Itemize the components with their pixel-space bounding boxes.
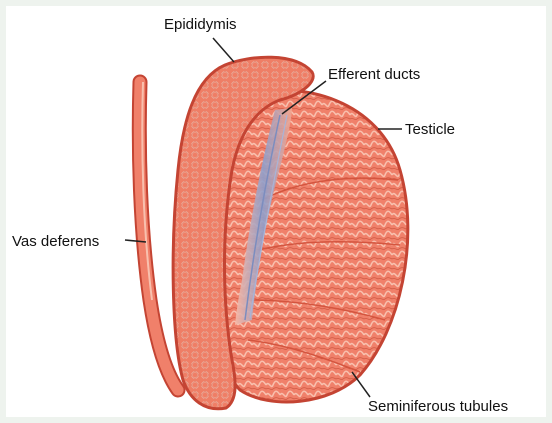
testicle-label: Testicle — [405, 122, 455, 137]
efferent-ducts-label: Efferent ducts — [328, 67, 420, 82]
seminiferous-tubules-label: Seminiferous tubules — [368, 399, 508, 414]
epididymis-label: Epididymis — [164, 17, 237, 32]
vas-deferens-label: Vas deferens — [12, 234, 99, 249]
leader-epididymis — [213, 38, 234, 62]
